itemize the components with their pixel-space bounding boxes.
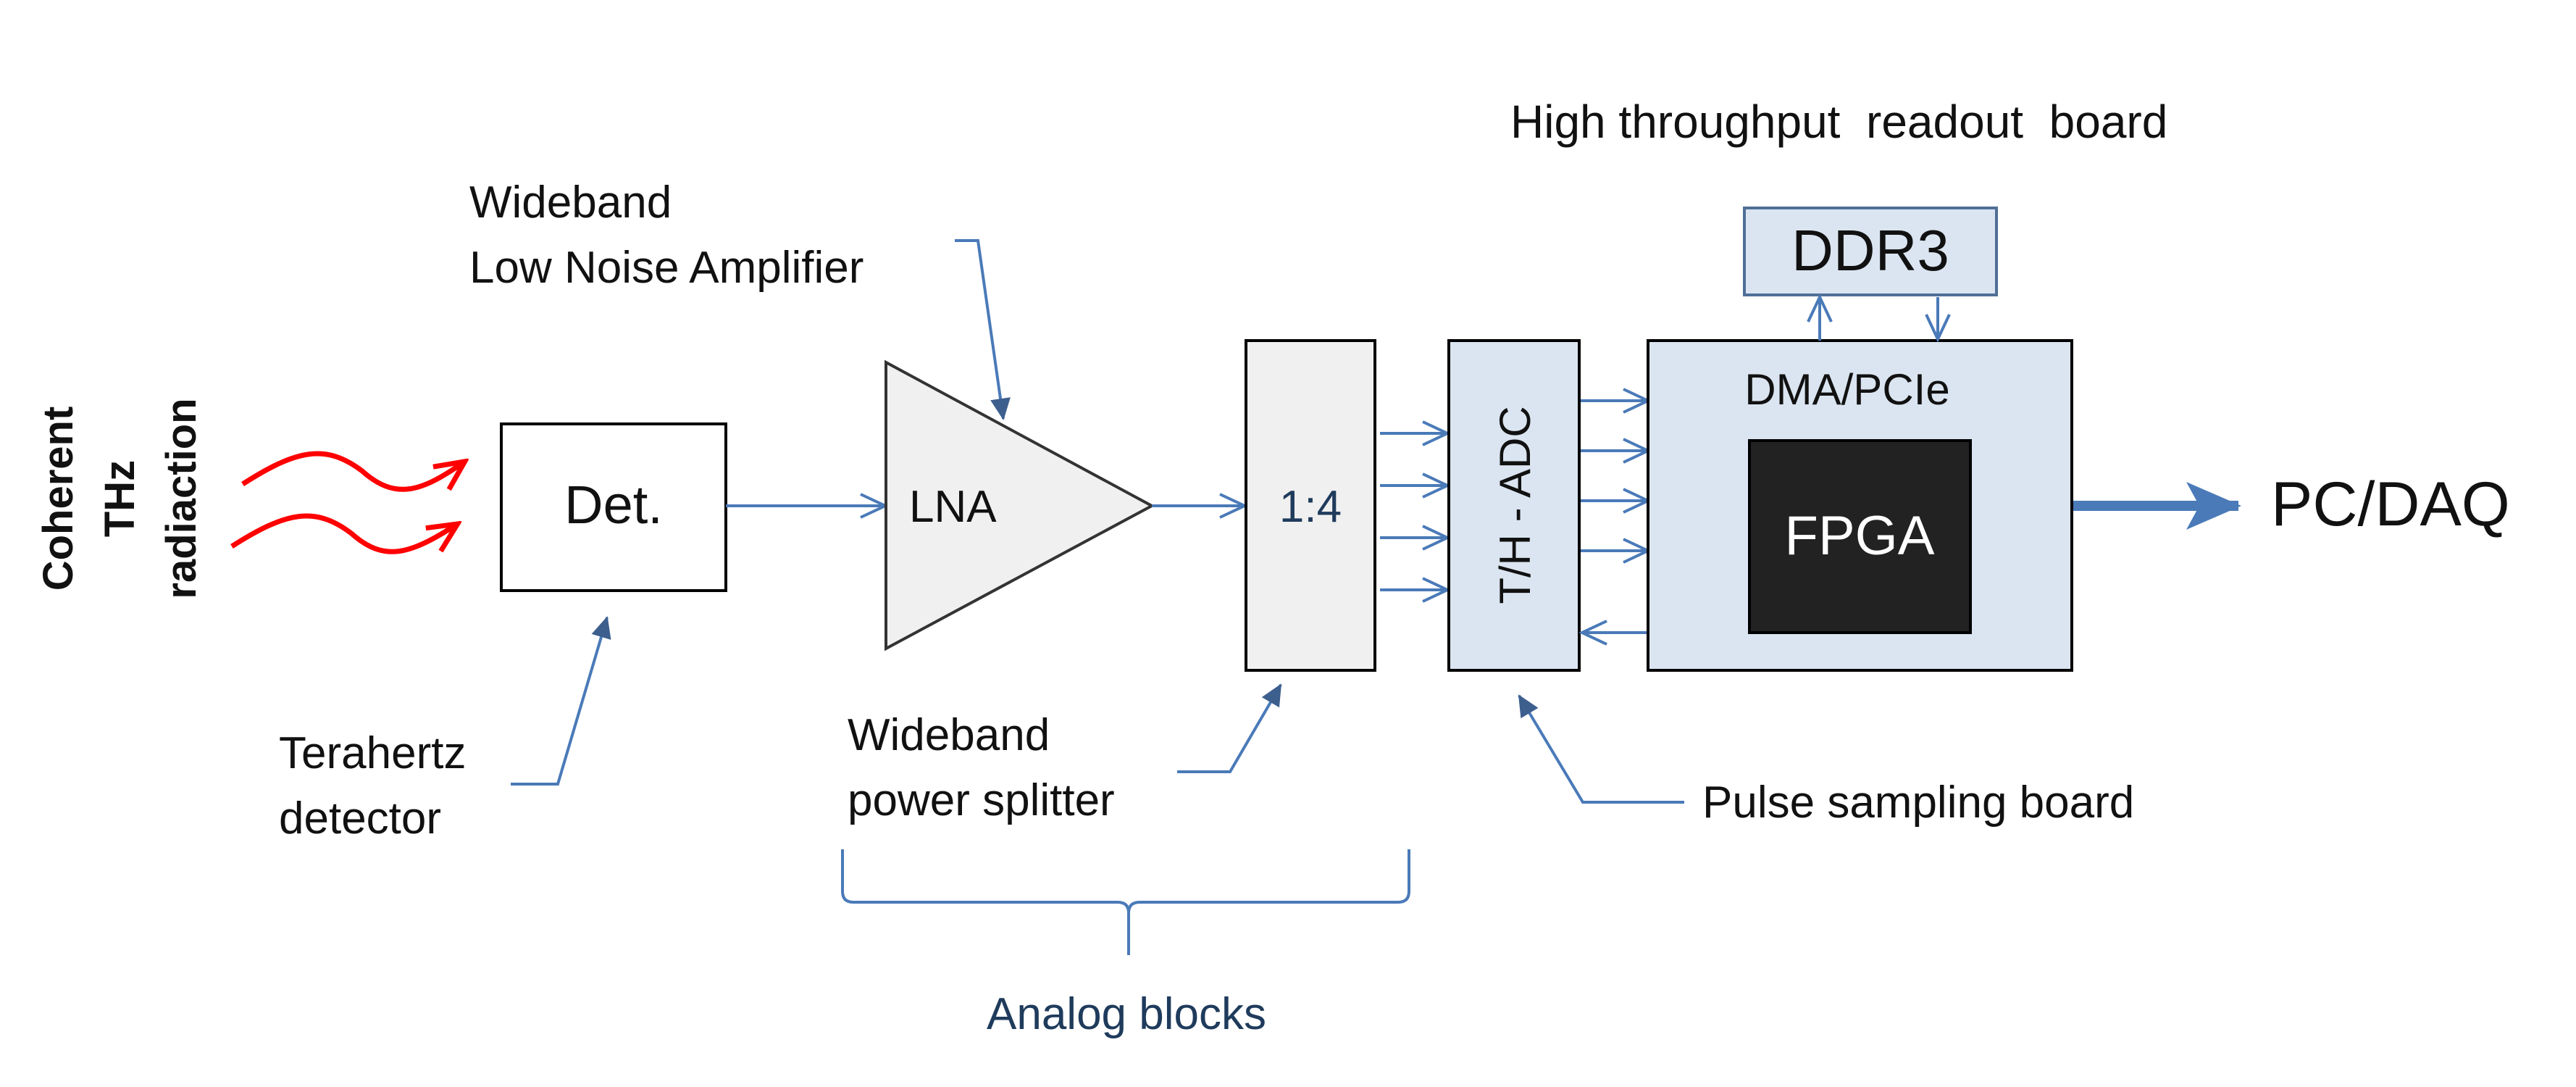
output-label: PC/DAQ bbox=[2271, 470, 2510, 539]
source-label-line3: radiaction bbox=[158, 398, 205, 599]
splitter-label: 1:4 bbox=[1279, 482, 1342, 532]
detector-leader-arrow bbox=[511, 616, 611, 786]
adc-box bbox=[1447, 339, 1581, 672]
splitter-leader-arrow bbox=[1177, 683, 1282, 773]
splitter-caption-line2: power splitter bbox=[848, 775, 1115, 825]
ddr3-bus-arrows bbox=[1820, 297, 1938, 341]
source-label: Coherent THz radiaction bbox=[35, 398, 205, 599]
detector-caption-line2: detector bbox=[279, 794, 441, 844]
readout-board-title: High throughput readout board bbox=[1510, 96, 2167, 148]
source-label-line2: THz bbox=[96, 460, 143, 537]
lna-caption-line1: Wideband bbox=[469, 178, 672, 228]
fpga-label: FPGA bbox=[1785, 505, 1935, 567]
detector-label: Det. bbox=[564, 475, 663, 535]
lna-leader-arrow bbox=[955, 239, 1011, 420]
analog-blocks-brace bbox=[841, 849, 1410, 955]
adc-label: T/H - ADC bbox=[1491, 406, 1539, 604]
lna-label: LNA bbox=[909, 482, 997, 532]
adc-to-board-arrows bbox=[1581, 401, 1648, 633]
source-label-line1: Coherent bbox=[35, 407, 82, 591]
detector-caption-line1: Terahertz bbox=[279, 728, 466, 778]
lna-amplifier bbox=[885, 359, 1155, 651]
thz-radiation-icon bbox=[230, 451, 464, 554]
splitter-box bbox=[1245, 339, 1376, 672]
dma-label: DMA/PCIe bbox=[1744, 365, 1949, 414]
sampling-leader-arrow bbox=[1518, 694, 1684, 804]
fpga-box bbox=[1748, 439, 1972, 634]
ddr3-box bbox=[1743, 207, 1998, 296]
ddr3-label: DDR3 bbox=[1791, 218, 1949, 283]
splitter-output-arrows bbox=[1380, 433, 1447, 590]
detector-box bbox=[500, 422, 727, 592]
sampling-board-caption: Pulse sampling board bbox=[1702, 778, 2134, 828]
lna-caption-line2: Low Noise Amplifier bbox=[469, 243, 863, 293]
analog-blocks-label: Analog blocks bbox=[987, 989, 1266, 1039]
splitter-caption-line1: Wideband bbox=[848, 710, 1050, 760]
